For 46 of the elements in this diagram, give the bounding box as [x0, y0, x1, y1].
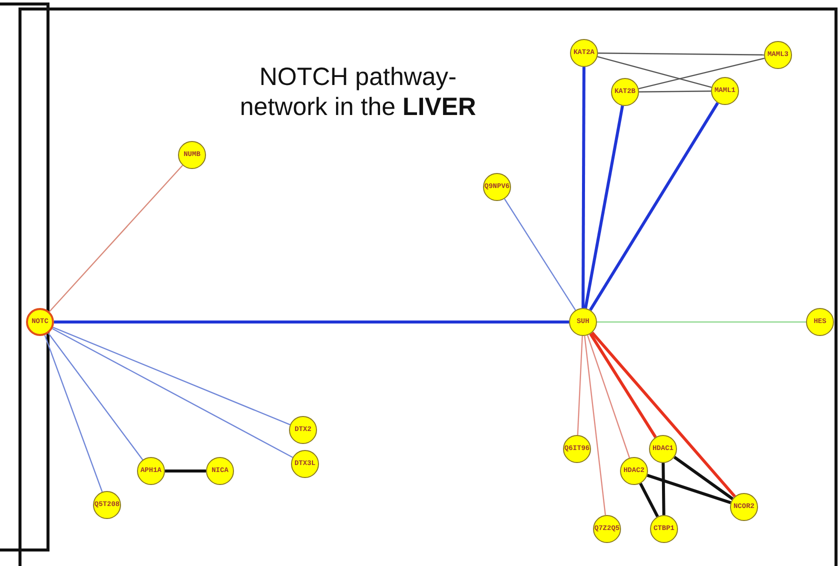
protein-node [569, 308, 597, 336]
protein-node [806, 308, 834, 336]
protein-node [711, 77, 739, 105]
protein-node [26, 308, 54, 336]
protein-node [620, 457, 648, 485]
interaction-line [52, 328, 293, 458]
protein-node [563, 435, 591, 463]
interaction-line [48, 164, 184, 312]
protein-node [291, 450, 319, 478]
interaction-line [54, 320, 569, 324]
protein-node [289, 416, 317, 444]
protein-node [611, 78, 639, 106]
interaction-line [597, 56, 712, 88]
interaction-line [577, 336, 583, 436]
interaction-line [52, 326, 290, 426]
protein-node [178, 141, 206, 169]
interaction-line [639, 482, 659, 518]
interaction-line [586, 335, 630, 458]
interaction-line [646, 474, 732, 504]
protein-node [649, 435, 677, 463]
interaction-line [584, 106, 624, 308]
interaction-line [662, 462, 666, 516]
interaction-line [589, 333, 657, 438]
interaction-line [48, 332, 144, 460]
protein-node [593, 515, 621, 543]
interaction-line [638, 58, 765, 90]
interaction-line [582, 67, 586, 308]
protein-node [93, 491, 121, 519]
diagram-title: NOTCH pathway-network in the LIVER [238, 62, 478, 122]
interaction-line [674, 456, 734, 500]
interaction-line [44, 334, 103, 492]
interaction-line [504, 198, 576, 311]
protein-node [137, 457, 165, 485]
protein-node [570, 39, 598, 67]
interaction-line [597, 321, 806, 323]
interaction-line [589, 102, 719, 311]
protein-node [206, 457, 234, 485]
interaction-line [584, 336, 606, 516]
interaction-line [598, 52, 764, 56]
interaction-line [639, 90, 711, 92]
interaction-line [591, 332, 736, 498]
protein-node [650, 515, 678, 543]
protein-node [730, 493, 758, 521]
protein-node [483, 173, 511, 201]
protein-node [764, 41, 792, 69]
interaction-line [165, 470, 206, 472]
